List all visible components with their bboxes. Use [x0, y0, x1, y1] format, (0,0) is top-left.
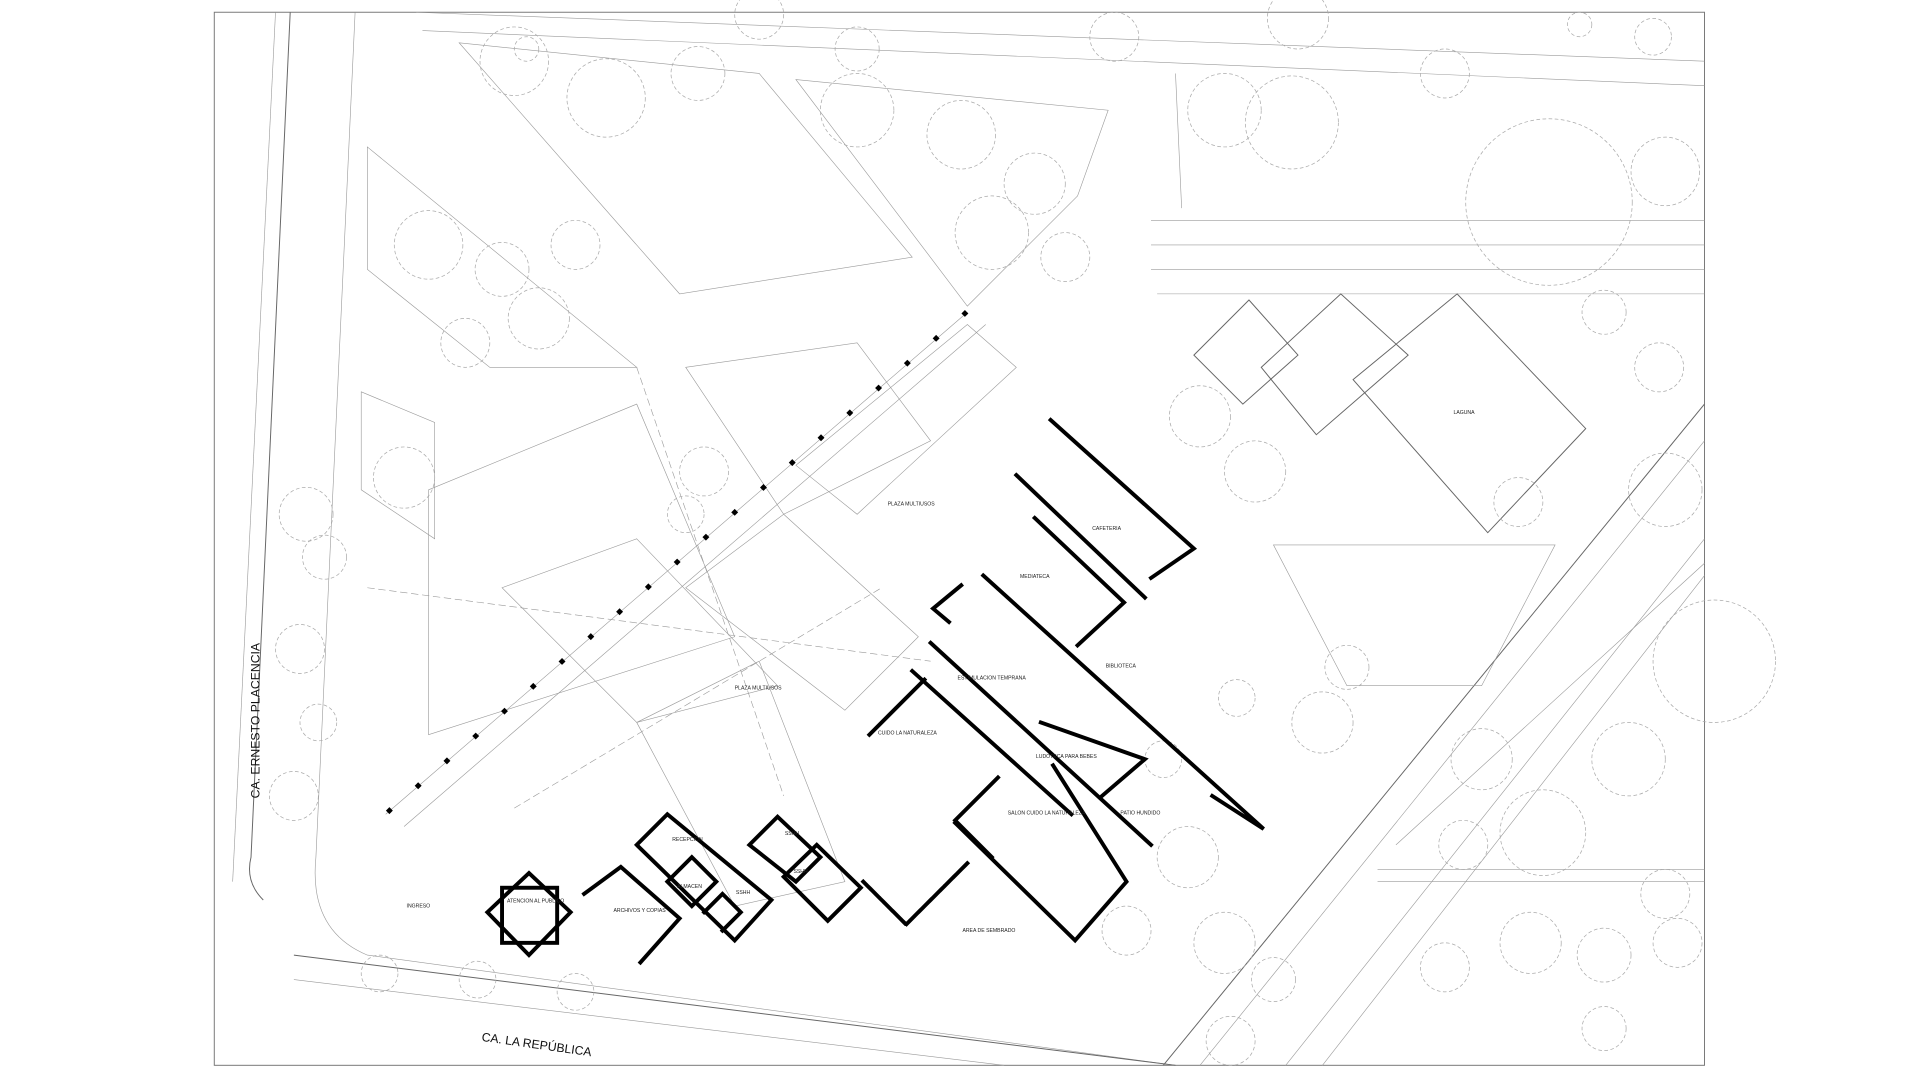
tree-icon — [820, 73, 895, 148]
tree-icon — [1291, 691, 1354, 754]
column-marker — [673, 558, 681, 566]
label-salon-cuido: SALON CUIDO LA NATURALEZA — [1008, 810, 1086, 816]
label-plaza-multiusos-north: PLAZA MULTIUSOS — [888, 502, 935, 508]
tree-icon — [458, 960, 497, 999]
building-walls — [484, 417, 1265, 966]
tree-icon — [1089, 11, 1140, 62]
tree-icon — [679, 446, 729, 497]
label-atencion-publico: ATENCION AL PUBLICO — [507, 898, 564, 904]
tree-icon — [360, 954, 399, 993]
label-ludoteca: LUDOTECA PARA BEBES — [1036, 754, 1097, 760]
label-almacen: ALMACEN — [677, 884, 702, 890]
tree-icon — [670, 46, 726, 101]
tree-icon — [1218, 679, 1256, 717]
tree-icon — [1640, 869, 1691, 919]
tree-icon — [1652, 599, 1776, 723]
label-sshh-2: SSHH — [793, 869, 808, 875]
tree-icon — [440, 318, 491, 368]
tree-icon — [269, 771, 319, 821]
tree-icon — [1576, 927, 1632, 983]
tree-icon — [1581, 1006, 1627, 1051]
tree-icon — [1244, 75, 1339, 170]
tree-icon — [1634, 18, 1672, 56]
tree-icon — [556, 973, 595, 1011]
label-sshh-1: SSHH — [785, 831, 800, 837]
label-ingreso: INGRESO — [407, 903, 431, 909]
tree-icon — [666, 495, 705, 534]
tree-icon — [1566, 11, 1593, 38]
tree-icon — [954, 195, 1029, 270]
tree-icon — [278, 486, 334, 542]
tree-icon — [1493, 477, 1544, 527]
label-cuido-naturaleza: CUIDO LA NATURALEZA — [878, 731, 937, 737]
tree-icon — [513, 36, 540, 62]
tree-icon — [550, 220, 601, 270]
tree-icon — [1499, 911, 1562, 974]
tree-icon — [1003, 152, 1066, 215]
label-plaza-multiusos-center: PLAZA MULTIUSOS — [735, 685, 782, 691]
tree-icon — [302, 534, 347, 580]
tree-icon — [1465, 118, 1633, 286]
label-biblioteca: BIBLIOTECA — [1106, 663, 1137, 669]
label-cafeteria: CAFETERIA — [1092, 526, 1121, 532]
tree-icon — [1224, 440, 1287, 503]
tree-icon — [1581, 289, 1627, 335]
landscape-areas — [360, 42, 1587, 907]
label-sshh-3: SSHH — [736, 890, 751, 896]
tree-icon — [1193, 911, 1256, 974]
tree-icon — [1630, 136, 1700, 207]
tree-icon — [1438, 820, 1489, 870]
tree-icon — [1420, 48, 1470, 99]
label-recepcion: RECEPCION — [672, 837, 703, 843]
tree-icon — [734, 0, 785, 40]
tree-icon — [1266, 0, 1329, 50]
tree-icon — [299, 703, 338, 742]
roads — [232, 11, 1705, 1066]
label-laguna: LAGUNA — [1453, 410, 1475, 416]
space-labels: LAGUNA CAFETERIA MEDIATECA BIBLIOTECA ES… — [407, 410, 1476, 934]
tree-icon — [926, 100, 996, 170]
tree-icon — [1450, 728, 1513, 791]
tree-icon — [1187, 73, 1262, 148]
tree-icon — [474, 242, 530, 297]
tree-icon — [1628, 452, 1703, 527]
tree-icon — [1652, 918, 1703, 968]
tree-icon — [507, 287, 570, 350]
street-label-ernesto-placencia: CA. ERNESTO PLACENCIA — [249, 642, 263, 798]
tree-icon — [1420, 942, 1470, 993]
drawing-frame — [213, 11, 1705, 1066]
label-estimulacion-temprana: ESTIMULACION TEMPRANA — [958, 676, 1027, 682]
tree-icon — [834, 26, 880, 72]
label-area-sembrado: AREA DE SEMBRADO — [962, 928, 1015, 934]
label-patio-hundido: PATIO HUNDIDO — [1120, 810, 1160, 816]
tree-icon — [393, 210, 464, 280]
tree-icon — [1634, 342, 1685, 393]
tree-icon — [373, 446, 436, 509]
tree-icon — [479, 26, 549, 96]
label-mediateca: MEDIATECA — [1020, 574, 1050, 580]
tree-icon — [1499, 789, 1587, 876]
tree-icon — [1156, 826, 1219, 889]
tree-icon — [1591, 722, 1666, 797]
tree-icon — [1040, 232, 1091, 282]
tree-icon — [1101, 905, 1152, 956]
label-archivos-copias: ARCHIVOS Y COPIAS — [613, 908, 666, 914]
tree-icon — [566, 58, 646, 138]
column-marker — [385, 807, 393, 815]
tree-icon — [1251, 957, 1296, 1002]
tree-icon — [1169, 385, 1231, 448]
tree-icon — [275, 624, 325, 674]
tree-icon — [1324, 644, 1370, 690]
